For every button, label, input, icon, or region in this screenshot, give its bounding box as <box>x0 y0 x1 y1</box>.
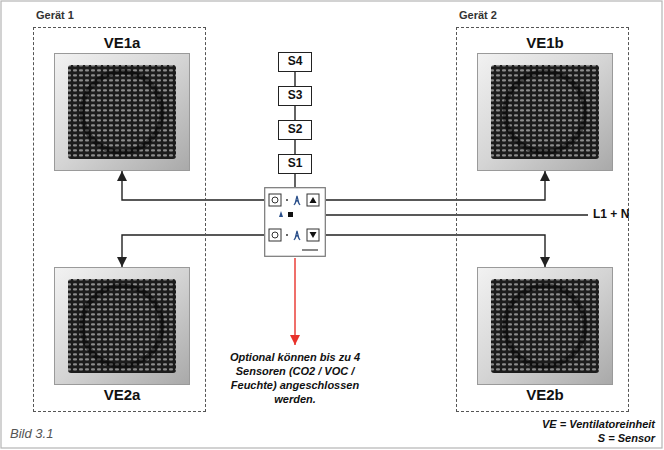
control-unit <box>264 187 326 257</box>
fan-housing <box>55 54 190 171</box>
device-title: Gerät 1 <box>36 9 74 21</box>
fan-ring <box>82 286 162 366</box>
controller-face <box>264 187 326 257</box>
fan-ring <box>505 72 585 152</box>
fan-housing <box>55 268 190 385</box>
sensor-box: S2 <box>278 120 312 140</box>
status-led <box>288 212 293 217</box>
sensor-box: S1 <box>278 154 312 174</box>
fan-ring <box>82 72 162 152</box>
bus-wire <box>294 140 295 154</box>
fan-housing <box>478 54 613 171</box>
fan-indicator <box>279 211 283 217</box>
fan-housing <box>478 268 613 385</box>
fan-grille <box>477 267 613 385</box>
supply-arrow <box>326 235 545 267</box>
level-button <box>307 229 319 241</box>
sensor-box: S4 <box>278 52 312 72</box>
fan-symbol <box>294 231 300 240</box>
grille-slots <box>68 65 176 159</box>
fan-grille <box>54 53 190 171</box>
figure-caption: Bild 3.1 <box>10 426 53 441</box>
sensor-label: S4 <box>288 53 303 70</box>
level-button <box>307 194 319 206</box>
grille-slots <box>491 65 599 159</box>
grille-slots <box>68 279 176 373</box>
supply-arrow <box>122 235 264 267</box>
fan-unit: VE2b <box>477 267 613 405</box>
grille-slots <box>491 279 599 373</box>
bus-wire <box>294 106 295 120</box>
sensor-box: S3 <box>278 86 312 106</box>
mode-button <box>269 229 281 241</box>
sensor-note: Optional können bis zu 4 Sensoren (CO2 /… <box>229 350 361 406</box>
bus-wire <box>294 174 295 187</box>
power-wire <box>326 214 588 215</box>
sensor-label: S3 <box>288 87 303 104</box>
mode-button <box>269 194 281 206</box>
sensor-label: S2 <box>288 121 303 138</box>
fan-grille <box>477 53 613 171</box>
supply-label: L1 + N <box>593 207 629 221</box>
device-group: Gerät 1VE1aVE2a <box>33 27 206 412</box>
fan-unit: VE2a <box>54 267 190 405</box>
fan-symbol <box>294 196 300 205</box>
supply-arrow <box>122 171 264 200</box>
sensor-label: S1 <box>288 155 303 172</box>
fan-unit: VE1a <box>54 33 190 171</box>
legend-note: VE = Ventilatoreinheit <box>542 418 655 430</box>
brand-mark <box>302 249 318 251</box>
device-title: Gerät 2 <box>459 9 497 21</box>
unit-label: VE2a <box>54 385 190 405</box>
fan-grille <box>54 267 190 385</box>
bus-wire <box>294 72 295 86</box>
note-arrow <box>294 258 295 345</box>
unit-label: VE2b <box>477 385 613 405</box>
fan-unit: VE1b <box>477 33 613 171</box>
fan-ring <box>505 286 585 366</box>
unit-label: VE1a <box>54 33 190 53</box>
unit-label: VE1b <box>477 33 613 53</box>
supply-arrow <box>326 171 545 200</box>
legend-note: S = Sensor <box>598 432 655 444</box>
